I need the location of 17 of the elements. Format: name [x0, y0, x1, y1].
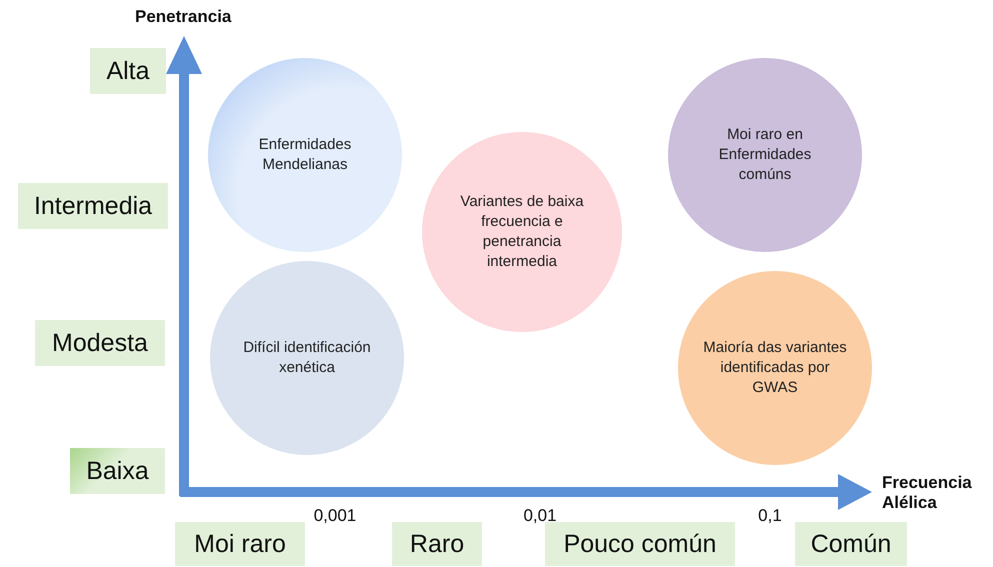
axis-title: Penetrancia: [135, 6, 232, 28]
circle-label: Variantes de baixa frecuencia e penetrancia intermedia: [459, 192, 585, 272]
axis-category-label: Común: [795, 522, 907, 566]
axis-title: Frecuencia Alélica: [882, 472, 973, 514]
axis-category-label: Intermedia: [18, 183, 168, 229]
axis-category-label: Moi raro: [175, 522, 305, 566]
tick-label: 0,1: [757, 505, 783, 527]
circle-label: Enfermidades Mendelianas: [258, 134, 352, 175]
axis-category-label: Alta: [90, 48, 166, 94]
circle-label: Maioría das variantes identificadas por GWAS: [702, 338, 848, 398]
axis-category-label: Raro: [392, 522, 482, 566]
axis-category-label: Pouco común: [545, 522, 735, 566]
tick-label: 0,001: [312, 505, 358, 527]
circle-label: Moi raro en Enfermidades comúns: [718, 124, 812, 186]
axis-category-label: Modesta: [35, 320, 165, 366]
circle-label: Difícil identificación xenética: [242, 338, 372, 378]
axis-category-label: Baixa: [70, 448, 165, 494]
